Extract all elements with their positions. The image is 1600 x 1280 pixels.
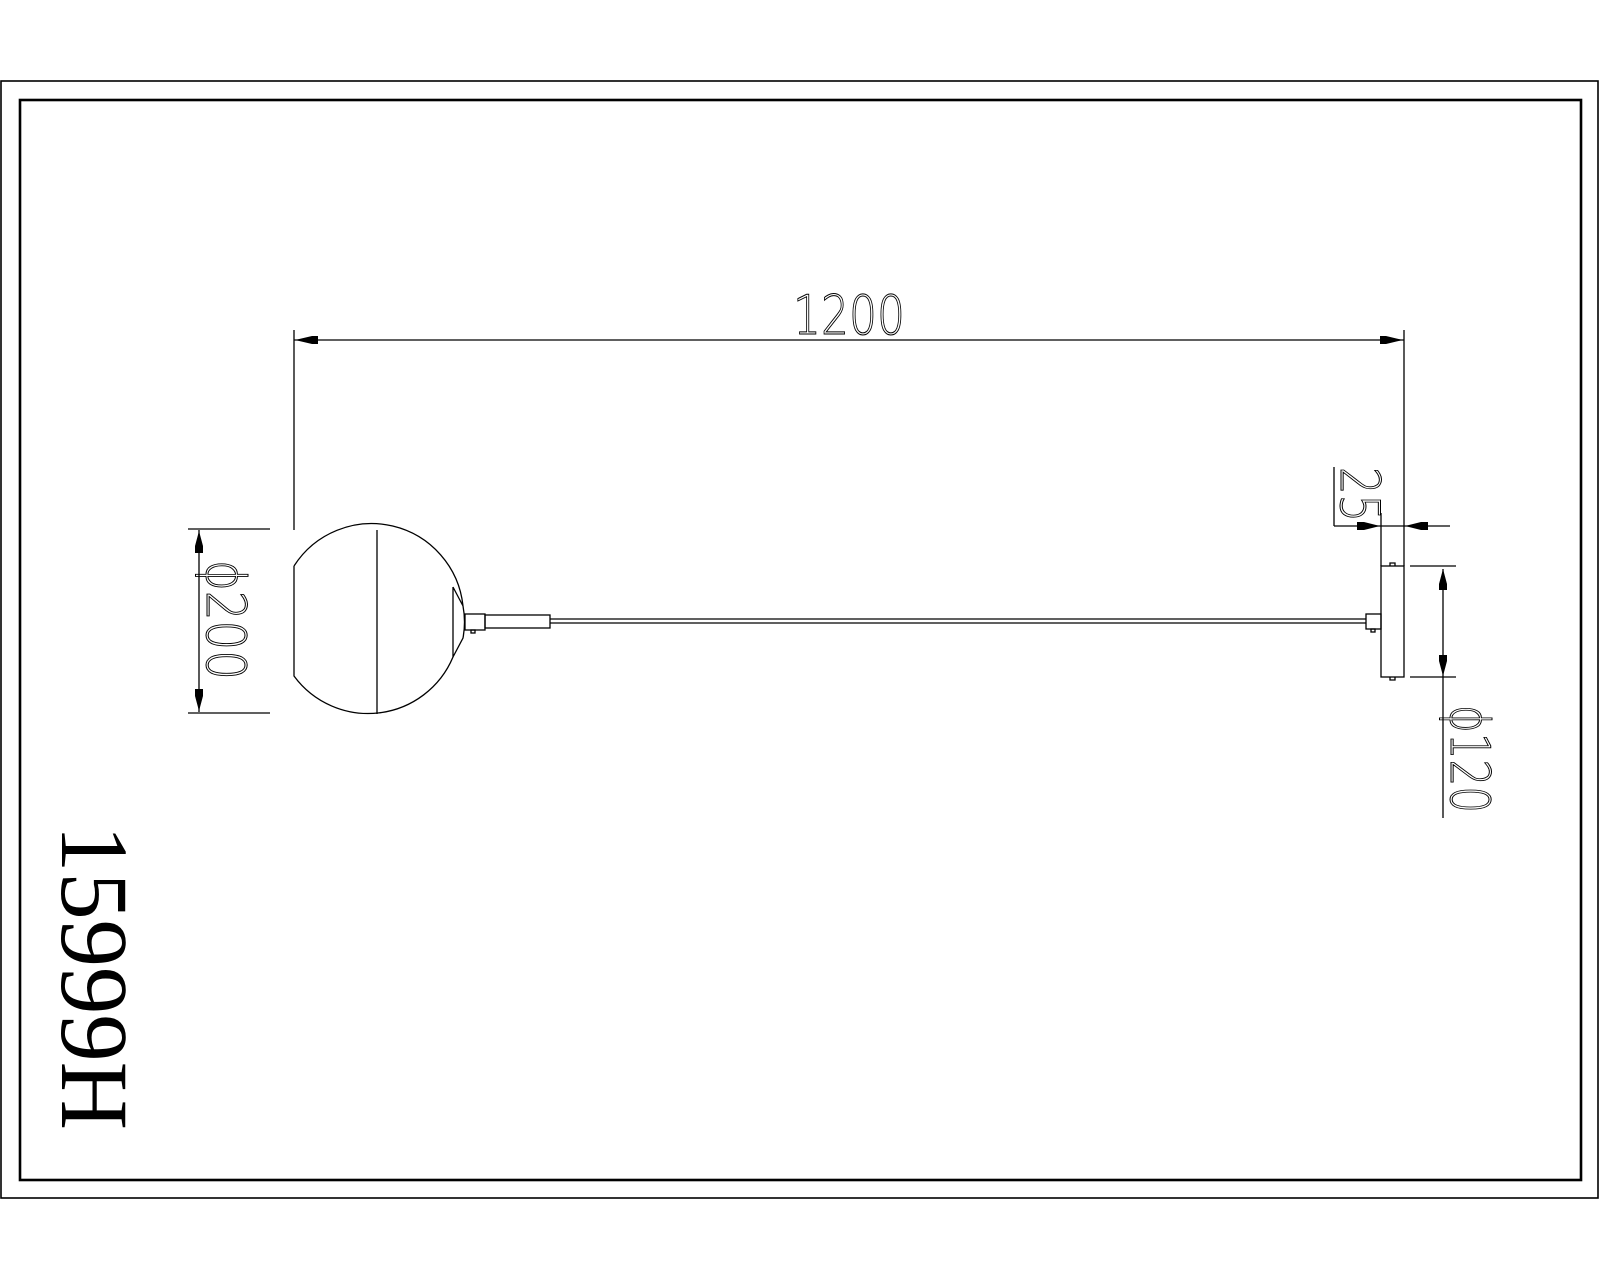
arrow-up-icon <box>1439 569 1447 590</box>
wall-plate <box>1380 562 1405 681</box>
length-label: 1200 <box>793 284 905 347</box>
plate-diameter-label: ϕ120 <box>1438 705 1501 813</box>
arrow-up-icon <box>195 531 203 553</box>
arrow-left-icon <box>295 336 318 344</box>
plate-depth-dimension: 25 <box>1328 467 1450 566</box>
plate-diameter-dimension: ϕ120 <box>1410 565 1502 818</box>
arrow-left-icon <box>1405 522 1428 530</box>
plate-depth-label: 25 <box>1328 467 1391 522</box>
inner-border <box>18 98 1583 1182</box>
arrow-down-icon <box>195 689 203 711</box>
globe-diameter-dimension: ϕ200 <box>188 528 270 714</box>
arrow-right-icon <box>1380 336 1403 344</box>
arrow-right-icon <box>1357 522 1380 530</box>
globe-shade <box>293 522 466 715</box>
outer-border <box>0 80 1599 1199</box>
arm-rod <box>464 613 1382 634</box>
arrow-down-icon <box>1439 655 1447 676</box>
length-dimension: 1200 <box>293 284 1405 566</box>
globe-diameter-label: ϕ200 <box>194 560 257 680</box>
model-number: 15999H <box>41 825 148 1130</box>
